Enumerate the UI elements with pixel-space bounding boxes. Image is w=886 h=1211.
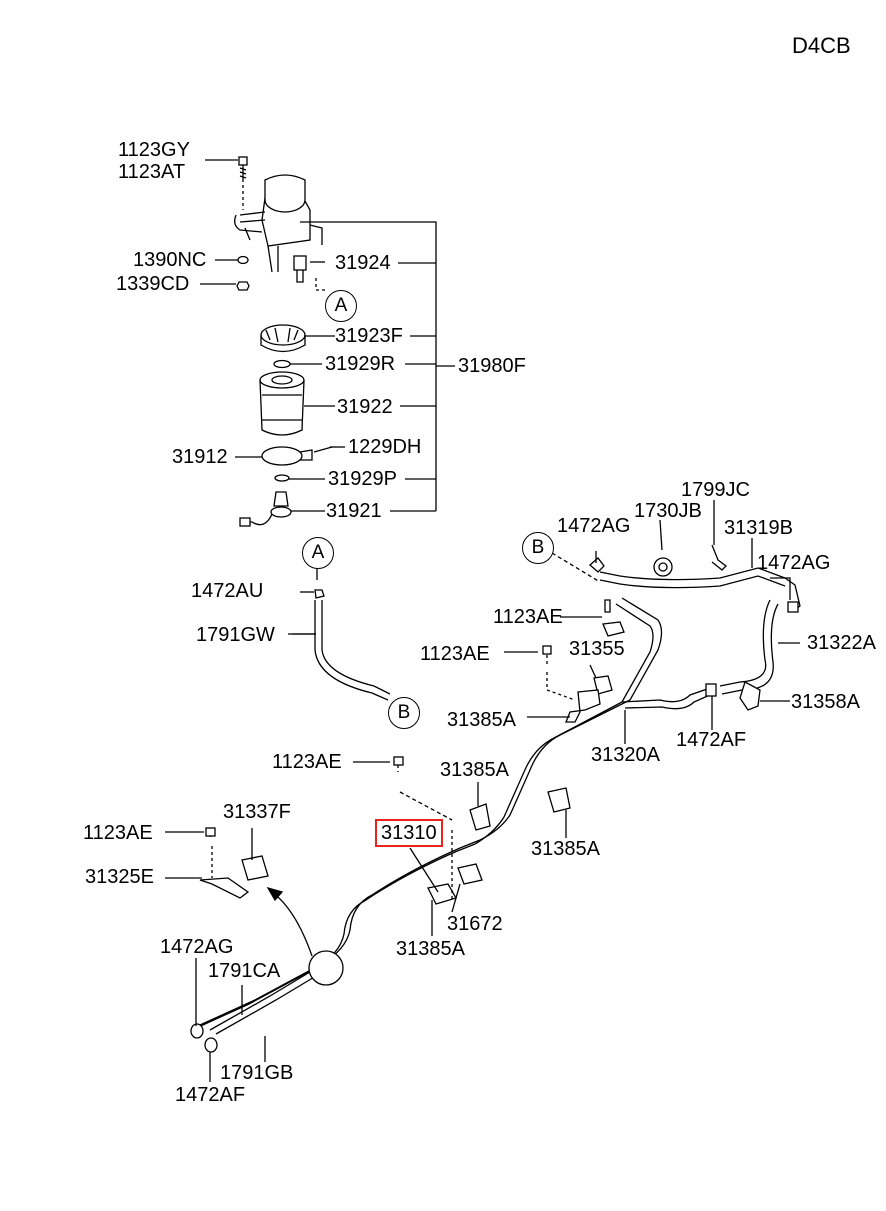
engine-code: D4CB [792,33,851,58]
clips-mid [393,599,625,905]
label-1390nc: 1390NC [133,249,207,271]
label-31337f: 31337F [223,801,291,823]
label-31320a: 31320A [591,744,660,766]
bracket-31325e [199,827,269,899]
bolt-1229dh [313,446,333,453]
highlight-part-31310[interactable]: 31310 [375,819,443,847]
filter-leader-lines [200,159,455,512]
label-1791gw: 1791GW [196,624,275,646]
label-31385a-c: 31385A [531,838,600,860]
callout-a-bottom: A [302,537,334,569]
callout-a-top: A [325,290,357,322]
heater-31921 [239,491,292,527]
label-1339cd: 1339CD [116,273,190,295]
bolt-1123gy [238,156,248,210]
label-31924: 31924 [335,252,391,274]
label-31358a: 31358A [791,691,860,713]
label-31921: 31921 [326,500,382,522]
lower-leader-lines [165,500,800,1082]
label-1791gb: 1791GB [220,1062,294,1084]
label-1791ca: 1791CA [208,960,281,982]
oring-31929p [274,474,290,482]
filter-cap-31923f [260,324,306,353]
label-31319b: 31319B [724,517,793,539]
label-31385a-a: 31385A [447,709,516,731]
label-31929p: 31929P [328,468,397,490]
label-1123at: 1123AT [118,161,186,183]
label-1472ag-top: 1472AG [557,515,631,537]
label-31385a-b: 31385A [440,759,509,781]
label-1123ae-c: 1123AE [272,751,342,773]
filter-element-31922 [259,371,305,436]
label-1730jb: 1730JB [634,500,702,522]
label-1229dh: 1229DH [348,436,422,458]
oring-31929r [273,359,291,369]
label-31325e: 31325E [85,866,154,888]
label-31385a-d: 31385A [396,938,465,960]
sensor-31924 [293,255,328,291]
label-31929r: 31929R [325,353,396,375]
label-31672: 31672 [447,913,503,935]
washer-1390nc [237,255,249,265]
fuel-filter-head [234,174,323,273]
clamp-31912 [261,446,313,466]
label-1472af-bottom: 1472AF [175,1084,246,1106]
callout-b-right: B [522,532,554,564]
hose-1791gw [288,567,391,701]
fuel-line-31320a [474,597,761,845]
callout-b-left: B [388,697,420,729]
fuel-line-31310 [190,839,481,1053]
label-1472af-right: 1472AF [676,729,747,751]
label-1799jc: 1799JC [681,479,750,501]
label-31980f: 31980F [458,355,526,377]
label-1123gy: 1123GY [118,139,190,161]
nut-1339cd [236,281,250,291]
label-31922: 31922 [337,396,393,418]
label-1472ag-right: 1472AG [757,552,831,574]
label-1123ae-d: 1123AE [83,822,153,844]
label-1472ag-bottom: 1472AG [160,936,234,958]
label-1472au: 1472AU [191,580,264,602]
label-31923f: 31923F [335,325,403,347]
label-31322a: 31322A [807,632,876,654]
label-31912: 31912 [172,446,228,468]
label-1123ae-a: 1123AE [493,606,563,628]
label-1123ae-b: 1123AE [420,643,490,665]
fuel-line-upper [551,544,801,695]
label-31355: 31355 [569,638,625,660]
